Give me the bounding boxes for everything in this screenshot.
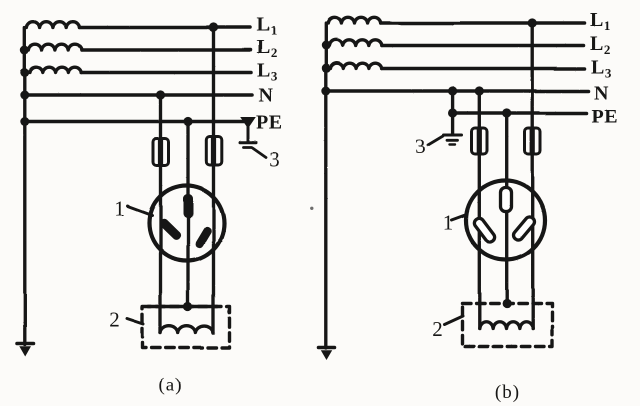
bus-label-l3: L3 [257,60,278,84]
junction-dot [474,86,484,96]
fuse-body [470,126,489,156]
fuse-icon [523,126,542,156]
fuse-body [523,126,542,156]
panel-caption-b: (b) [495,382,520,403]
junction-dot [448,108,458,118]
bus-label-n: N [595,82,610,104]
junction-dot [20,45,30,55]
junction-dot [321,86,331,96]
callout-leader-appliance [442,314,464,326]
fuse-element [210,137,217,164]
fuse-body [151,137,170,167]
junction-dot [208,22,219,33]
callout-number-appliance: 2 [109,308,120,332]
bus-label-base: L [592,56,606,78]
appliance-case [140,301,232,350]
callout-number-earth: 3 [269,147,280,171]
bus-label-sub: 1 [604,18,611,33]
bus-label-sub: 3 [271,69,278,84]
fuse-icon [151,137,170,167]
bus-label-sub: 2 [604,42,611,57]
callout-leader-earth [251,146,268,159]
load-element-coil [477,320,535,331]
socket-outlet-icon [146,183,227,263]
bus-label-pe: PE [592,106,619,128]
callout-number-earth: 3 [415,135,426,159]
bus-label-base: L [591,9,605,31]
socket-slot-earth [498,185,514,213]
system-earth-electrode-icon [316,345,337,360]
appliance-case [460,298,554,349]
bus-label-base: L [257,37,271,59]
fuse-icon [470,126,489,156]
callout-leader-appliance [125,317,145,326]
panel-a: L1 L2 L3 N PE 1 2 3 (a) [15,14,282,396]
pe-earth-icon [238,117,258,149]
earth-arrow [19,346,31,357]
pe-earth-icon [442,133,463,146]
callout-leader-socket [126,205,154,217]
socket-slot-right [511,214,537,242]
socket-slot-right [195,226,212,248]
bus-label-base: L [257,14,271,36]
socket-ring [463,178,548,262]
bus-label-base: L [591,33,605,55]
bus-label-sub: 1 [270,23,277,38]
callout-leader-earth [426,134,445,147]
source-coil-l2 [327,38,384,48]
junction-dot [321,64,331,73]
bus-label-n: N [259,85,274,107]
fuse-element [157,139,164,165]
panel-caption-a: (a) [158,375,182,396]
fuse-element [530,128,536,154]
socket-ring [146,183,227,263]
earth-arrow [320,350,333,360]
junction-dot [528,18,538,28]
junction-dot [321,41,331,50]
junction-dot [183,116,193,127]
callout-number-socket: 1 [114,197,125,221]
socket-slot-left [158,218,181,240]
callout-leader-socket [450,213,468,222]
source-coil-l1 [25,20,82,30]
bus-label-base: L [257,60,271,82]
scan-layer: L1 L2 L3 N PE 1 2 3 (a) [15,9,619,403]
junction-dot [20,68,30,77]
callout-number-appliance: 2 [432,317,443,341]
junction-dot [20,117,30,126]
panel-labels: L1 L2 L3 N PE 1 2 3 (a) [109,14,282,396]
callout-number-socket: 1 [443,211,454,235]
bus-label-l2: L2 [591,33,612,57]
bus-label-l2: L2 [257,37,278,61]
bus-label-l3: L3 [592,56,613,80]
fuse-icon [204,135,224,166]
case-bond-dot [502,298,512,309]
socket-outlet-icon [463,178,548,262]
junction-dot [20,90,30,100]
source-coil-l1 [326,15,382,25]
source-coil-l2 [27,42,84,52]
bus-label-sub: 3 [605,65,612,80]
junction-dot [155,90,166,100]
bus-label-pe: PE [256,112,283,134]
system-earth-electrode-icon [15,341,36,357]
source-coil-l3 [28,65,83,75]
panel-b: L1 L2 L3 N PE 1 2 3 (b) [316,9,619,403]
junction-dot [502,108,512,118]
junction-dot [448,86,458,96]
fuse-body [204,135,224,166]
fuse-element [476,128,482,154]
socket-slot-left [472,216,497,244]
load-element-coil [158,324,216,335]
source-coil-l3 [328,61,383,71]
case-bond-dot [183,301,193,312]
bus-label-l1: L1 [591,9,612,33]
scan-speck [310,206,314,210]
bus-label-sub: 2 [270,46,277,61]
socket-slot-earth [183,194,193,218]
panel-labels: L1 L2 L3 N PE 1 2 3 (b) [415,9,619,403]
bus-label-l1: L1 [257,14,278,38]
